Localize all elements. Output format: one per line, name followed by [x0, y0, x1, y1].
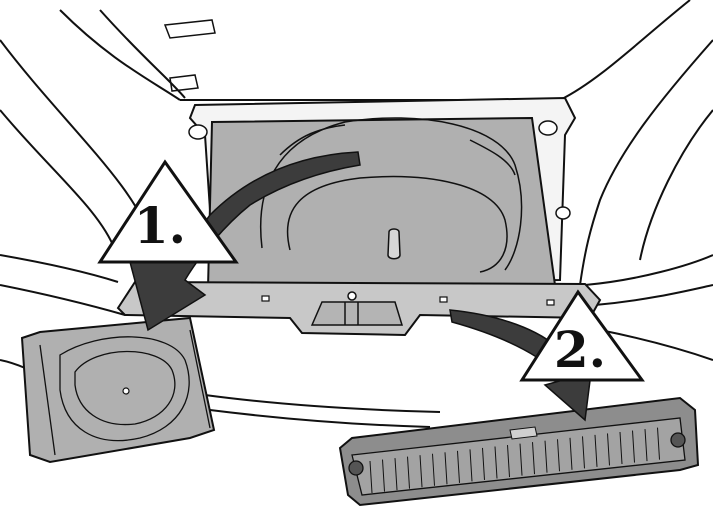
sill-rib [619, 431, 623, 465]
step-1-arrow [129, 151, 361, 332]
spare-wheel-bolt [387, 228, 401, 260]
sill-rib [369, 460, 373, 494]
car-body-outline [0, 0, 713, 428]
floor-mat-hole [122, 387, 130, 395]
sill-rib [519, 443, 523, 476]
sill-rib [469, 449, 473, 482]
roof-details [163, 19, 216, 92]
removed-sill-plate [338, 396, 700, 507]
sill-rib [632, 430, 635, 463]
sill-rib [394, 458, 398, 491]
sill-rib [657, 427, 660, 460]
sill-rib [607, 433, 610, 466]
sill-rib [544, 440, 548, 473]
sill-rib [457, 450, 460, 483]
floor-mat-contours [39, 329, 211, 456]
sill-rib [407, 456, 410, 489]
sill-rib [644, 429, 648, 462]
sill-rib [419, 455, 423, 488]
mounting-tabs [188, 120, 571, 220]
sill-rib [582, 436, 585, 469]
sill-clips [261, 295, 555, 306]
sill-rib [482, 447, 485, 480]
sill-rib [382, 459, 385, 492]
sill-rib [432, 453, 435, 486]
step-1-label: 1. [134, 196, 186, 255]
trunk-floor-cover [206, 116, 557, 290]
step-1-marker: 1. [97, 159, 239, 264]
step-2-label: 2. [554, 320, 606, 379]
trunk-latch [310, 291, 404, 326]
sill-rib [594, 434, 598, 467]
sill-rib [507, 445, 510, 478]
step-2-arrow [449, 309, 593, 422]
sill-rib [557, 439, 560, 472]
sill-rib [494, 446, 498, 479]
sill-rib [569, 437, 573, 470]
sill-rib [532, 442, 535, 475]
step-2-marker: 2. [519, 289, 645, 382]
sill-rib [444, 452, 448, 485]
